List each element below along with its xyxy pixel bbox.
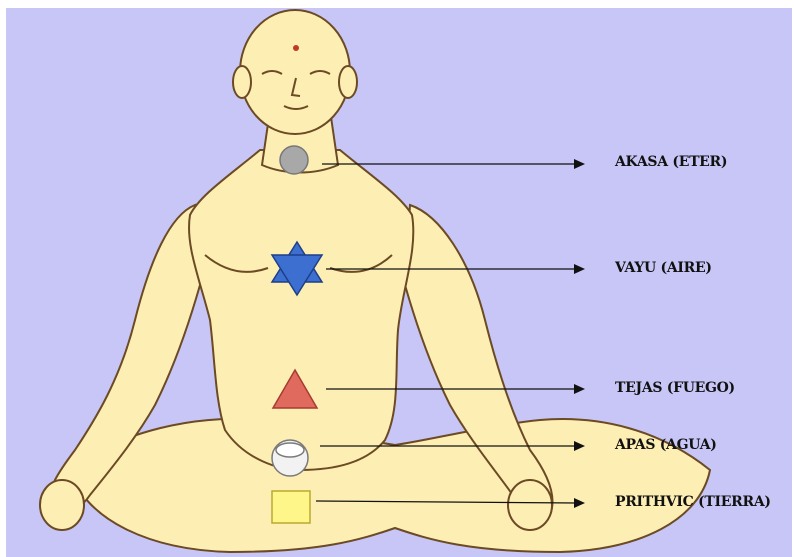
right-hand bbox=[508, 480, 552, 530]
label-akasa: AKASA (ETER) bbox=[615, 154, 727, 170]
label-tejas: TEJAS (FUEGO) bbox=[615, 380, 735, 396]
akasa-circle-symbol bbox=[280, 146, 308, 174]
bindi-dot bbox=[293, 45, 299, 51]
torso bbox=[189, 150, 413, 470]
apas-crescent-symbol bbox=[272, 440, 308, 476]
left-ear bbox=[233, 66, 251, 98]
left-hand bbox=[40, 480, 84, 530]
label-prithvi: PRITHVIC (TIERRA) bbox=[615, 494, 771, 510]
label-vayu: VAYU (AIRE) bbox=[615, 260, 712, 276]
prithvi-square-symbol bbox=[272, 491, 310, 523]
apas-bowl-rim bbox=[276, 443, 304, 457]
right-ear bbox=[339, 66, 357, 98]
label-apas: APAS (AGUA) bbox=[615, 437, 717, 453]
head bbox=[240, 10, 350, 134]
